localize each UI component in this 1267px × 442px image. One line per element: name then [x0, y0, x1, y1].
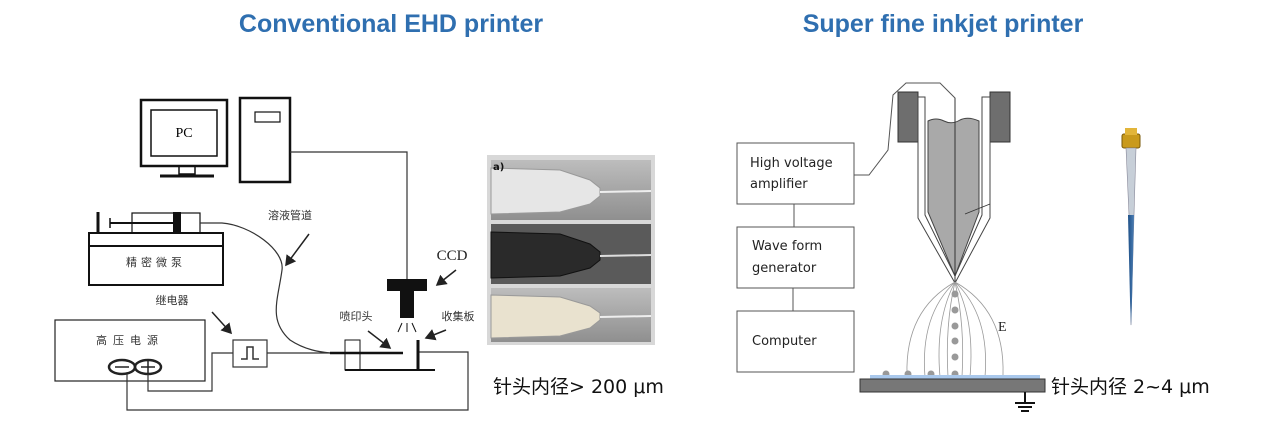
nozzle-arrow	[367, 330, 392, 349]
solution-tube	[200, 222, 331, 354]
waveform-generator-box	[736, 226, 855, 289]
title-conventional-ehd: Conventional EHD printer	[238, 10, 544, 38]
nozzle-label: 喷印头	[340, 310, 373, 323]
tube-arrow	[285, 233, 310, 267]
inkjet-needle-caption: 针头内径 2~4 μm	[1051, 376, 1210, 398]
hv-amplifier-box	[736, 142, 855, 205]
needle-photo	[487, 155, 655, 345]
wave-line1: Wave form	[752, 239, 822, 254]
conventional-needle-caption: 针头内径> 200 μm	[493, 376, 664, 398]
ccd-arrow	[435, 269, 457, 286]
pc-label: PC	[175, 126, 192, 141]
relay-label: 继电器	[156, 294, 189, 307]
hv-amp-line1: High voltage	[750, 156, 833, 171]
micropipette-image	[1121, 128, 1141, 326]
field-label: E	[998, 320, 1007, 335]
print-nozzle	[897, 91, 1011, 285]
title-super-fine-inkjet: Super fine inkjet printer	[802, 10, 1084, 38]
ground-icon	[1015, 392, 1035, 412]
relay	[232, 339, 268, 368]
tube-label: 溶液管道	[268, 208, 312, 222]
photo-label: a)	[493, 162, 504, 173]
pc-ccd-cable	[290, 151, 408, 280]
pc-tower	[238, 96, 292, 184]
pump-label: 精密微泵	[126, 255, 186, 269]
control-boxes	[736, 142, 855, 373]
hv-label: 高压电源	[96, 333, 164, 347]
relay-arrow	[211, 311, 233, 335]
ccd-camera	[387, 279, 427, 333]
ccd-label: CCD	[437, 248, 468, 264]
precision-pump	[88, 212, 224, 286]
hv-amp-line2: amplifier	[750, 177, 808, 192]
electric-field-lines	[906, 281, 1004, 378]
collector-arrow	[424, 329, 447, 341]
wiring	[126, 351, 469, 411]
pc-monitor	[139, 98, 229, 178]
hv-wire	[854, 82, 956, 176]
wave-line2: generator	[752, 261, 817, 276]
computer-box	[736, 310, 855, 373]
nozzle-assembly	[330, 339, 435, 371]
substrate	[859, 375, 1046, 393]
computer-label: Computer	[752, 334, 817, 349]
high-voltage-source	[54, 319, 206, 382]
collector-label: 收集板	[442, 309, 475, 323]
